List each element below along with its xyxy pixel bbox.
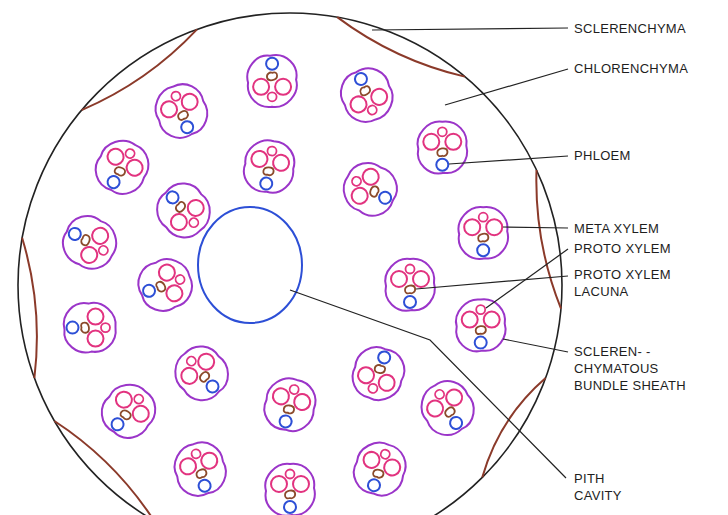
pith-cavity (198, 207, 302, 323)
part-label: PROTO XYLEM LACUNA (574, 266, 684, 300)
part-label: PHLOEM (574, 147, 631, 164)
sclerenchyma-patches (22, 17, 561, 515)
leader-lines (290, 28, 568, 478)
vascular-bundle (149, 78, 213, 144)
vascular-bundle (259, 373, 320, 436)
leader-line (445, 69, 568, 105)
vascular-bundle (418, 122, 467, 174)
vascular-bundle (55, 208, 125, 277)
sclerenchyma-patch (482, 378, 545, 477)
vascular-bundle (413, 373, 482, 443)
vascular-bundle (170, 438, 231, 501)
vascular-bundle (335, 155, 405, 224)
vascular-bundle (456, 299, 505, 351)
sclerenchyma-patch (337, 17, 465, 77)
part-label: CHLORENCHYMA (574, 60, 688, 77)
vascular-bundle (247, 55, 296, 107)
part-label: SCLERENCHYMA (574, 20, 686, 37)
stem-outline (18, 13, 562, 515)
leader-line (486, 249, 568, 308)
part-label: META XYLEM (574, 220, 659, 237)
sclerenchyma-patch (22, 238, 37, 378)
leader-line (290, 290, 566, 478)
leader-line (416, 276, 568, 289)
vascular-bundle (166, 337, 237, 409)
vascular-bundle (265, 464, 314, 515)
vascular-bundle (459, 207, 508, 259)
part-label: PROTO XYLEM (574, 240, 671, 257)
vascular-bundle (132, 253, 198, 317)
vascular-bundles (55, 55, 508, 515)
vascular-bundle (93, 375, 164, 447)
vascular-bundle (148, 175, 219, 247)
leader-line (503, 227, 568, 228)
vascular-bundle (240, 137, 298, 197)
part-label: SCLEREN- -CHYMATOUS BUNDLE SHEATH (574, 343, 694, 394)
sclerenchyma-patch (536, 170, 561, 309)
vascular-bundle (348, 436, 412, 502)
vascular-bundle (346, 341, 410, 407)
vascular-bundle (335, 62, 399, 128)
vascular-bundle (88, 132, 157, 202)
part-label: PITH CAVITY (574, 470, 644, 504)
leader-line (449, 156, 568, 164)
leader-line (503, 339, 568, 352)
leader-line (372, 28, 568, 30)
vascular-bundle (64, 303, 116, 352)
vascular-bundle (385, 259, 434, 311)
